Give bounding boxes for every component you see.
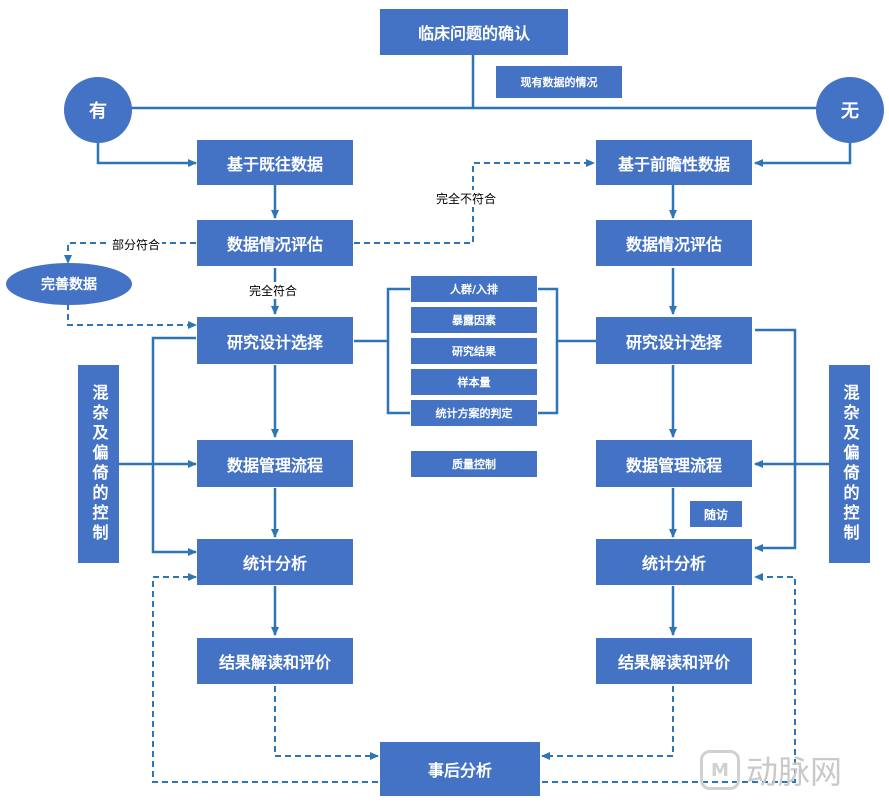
- watermark-logo: M 动脉网: [700, 745, 880, 795]
- existing-data-box: 现有数据的情况: [496, 66, 622, 98]
- improve-data-ellipse: 完善数据: [6, 263, 132, 305]
- design-item-population: 人群/入排: [411, 276, 537, 302]
- yes-circle: 有: [64, 77, 132, 143]
- left-manage-box: 数据管理流程: [197, 440, 353, 487]
- watermark-text: 动脉网: [746, 753, 843, 791]
- design-item-outcome: 研究结果: [411, 338, 537, 364]
- label-no-fit: 完全不符合: [434, 190, 499, 207]
- post-hoc-analysis-box: 事后分析: [380, 742, 540, 796]
- watermark-icon: M: [700, 750, 740, 790]
- label-full-fit: 完全符合: [247, 282, 300, 299]
- right-confound-control-box: 混杂及偏倚的控制: [829, 365, 870, 563]
- left-interpret-box: 结果解读和评价: [197, 638, 353, 684]
- left-evaluate-box: 数据情况评估: [197, 220, 353, 266]
- left-confound-control-box: 混杂及偏倚的控制: [78, 365, 119, 563]
- followup-box: 随访: [690, 501, 742, 527]
- right-evaluate-box: 数据情况评估: [596, 220, 752, 266]
- right-source-box: 基于前瞻性数据: [596, 140, 752, 185]
- title-box: 临床问题的确认: [380, 9, 568, 55]
- left-analyze-box: 统计分析: [197, 539, 353, 585]
- design-item-stat-plan: 统计方案的判定: [411, 400, 537, 426]
- quality-control-box: 质量控制: [411, 451, 537, 477]
- right-manage-box: 数据管理流程: [596, 440, 752, 487]
- right-design-box: 研究设计选择: [596, 317, 752, 364]
- right-interpret-box: 结果解读和评价: [596, 638, 752, 684]
- no-circle: 无: [816, 77, 884, 143]
- left-design-box: 研究设计选择: [197, 317, 353, 364]
- left-source-box: 基于既往数据: [197, 140, 353, 185]
- design-item-exposure: 暴露因素: [411, 307, 537, 333]
- label-partial-fit: 部分符合: [110, 236, 163, 253]
- design-item-sample-size: 样本量: [411, 369, 537, 395]
- right-analyze-box: 统计分析: [596, 539, 752, 585]
